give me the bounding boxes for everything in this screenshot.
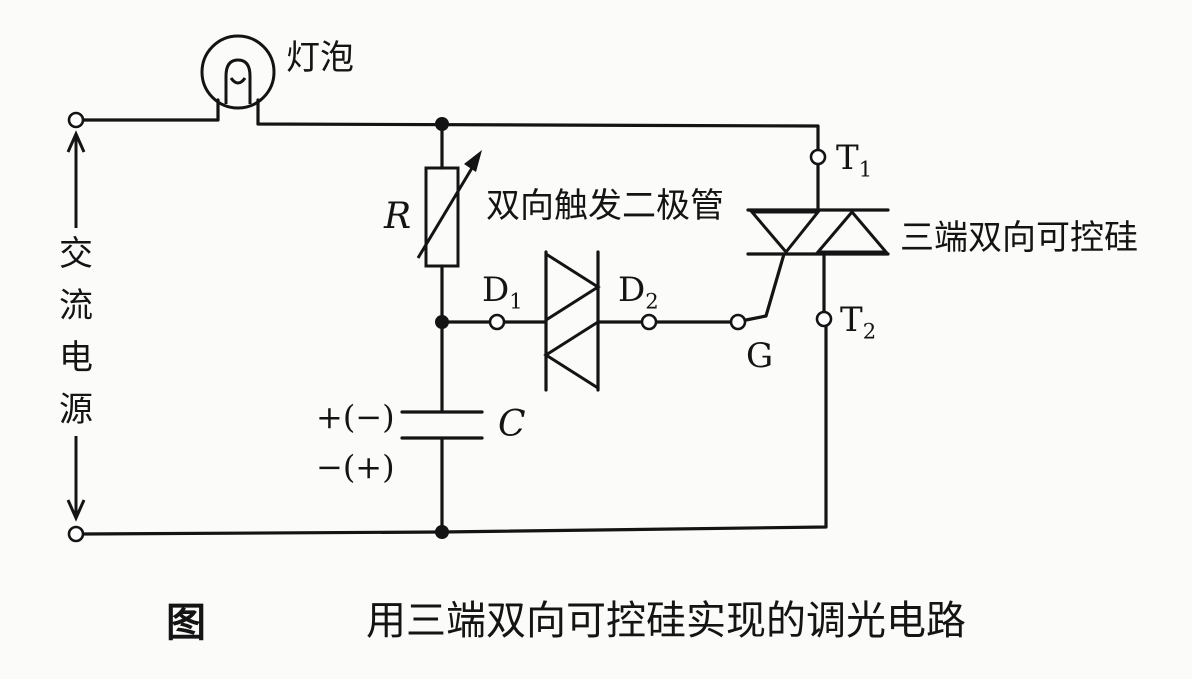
t1-label: T1 — [836, 138, 873, 182]
junction-middle — [435, 315, 449, 329]
gate-lead — [744, 252, 786, 322]
t2-label: T2 — [840, 300, 877, 344]
variable-arrow — [416, 150, 482, 259]
gate-label: G — [746, 336, 774, 376]
top-wire-left — [80, 98, 220, 122]
diac-symbol — [543, 250, 601, 392]
caption-prefix: 图 — [166, 600, 206, 646]
d1-label: D1 — [482, 270, 523, 314]
cap-bottom-polarity: −(+) — [316, 448, 395, 486]
top-wire-right — [256, 98, 820, 152]
ac-source-char: 电 — [59, 338, 93, 378]
junction-bottom — [435, 525, 449, 539]
ac-source-label: 交 流 电 源 — [56, 228, 96, 436]
triac-label: 三端双向可控硅 — [900, 218, 1138, 258]
g-terminal — [729, 313, 747, 331]
ac-source-char: 交 — [59, 234, 93, 274]
d1-terminal — [488, 313, 506, 331]
lamp-symbol — [200, 34, 276, 110]
ac-terminal-top — [67, 111, 85, 129]
bottom-wire — [80, 323, 828, 536]
junction-top — [435, 117, 449, 131]
cap-top-polarity: +(−) — [316, 398, 395, 436]
triac-symbol — [746, 162, 890, 314]
capacitor-label: C — [498, 404, 526, 445]
ac-terminal-bottom — [67, 525, 85, 543]
d2-terminal — [640, 313, 658, 331]
capacitor-symbol — [400, 410, 484, 440]
ac-source-char: 源 — [59, 390, 93, 430]
lamp-label: 灯泡 — [286, 38, 354, 78]
diac-label: 双向触发二极管 — [486, 186, 724, 226]
t2-terminal — [815, 310, 833, 328]
t1-terminal — [809, 148, 827, 166]
ac-source-char: 流 — [59, 286, 93, 326]
d2-label: D2 — [618, 270, 659, 314]
caption-text: 用三端双向可控硅实现的调光电路 — [366, 598, 966, 644]
resistor-label: R — [384, 196, 412, 237]
